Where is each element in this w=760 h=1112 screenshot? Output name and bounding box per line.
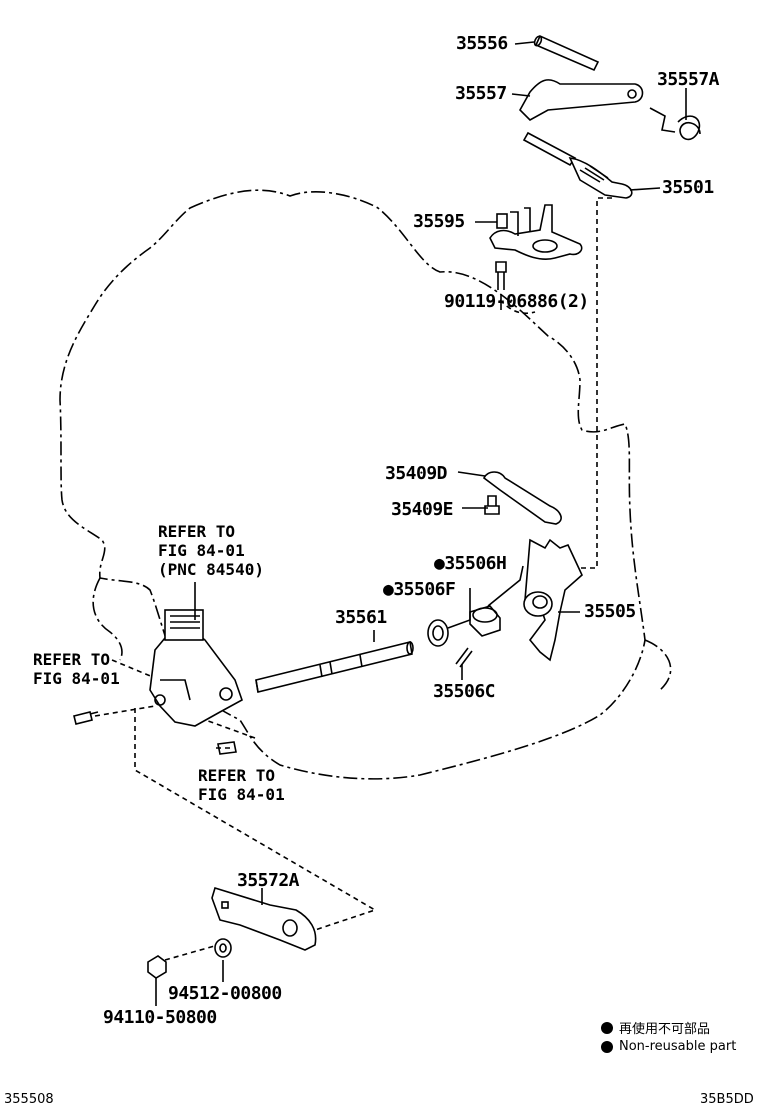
legend-non-reusable-en: Non-reusable part (601, 1039, 736, 1054)
label-35561: 35561 (335, 607, 387, 628)
label-35501: 35501 (662, 177, 714, 198)
bullet-icon (601, 1021, 613, 1034)
linkage-dashed-line (580, 197, 612, 569)
pin-35506C (455, 647, 473, 668)
bolt-35409E (484, 495, 500, 515)
label-35409E: 35409E (391, 499, 454, 520)
collar-35506H (469, 605, 501, 637)
neutral-start-switch (149, 609, 243, 727)
label-35557A: 35557A (657, 69, 720, 90)
refer-to-fig-left: REFER TO FIG 84-01 (33, 650, 120, 688)
refer-to-fig-bottom: REFER TO FIG 84-01 (198, 766, 285, 804)
refer-to-fig-top: REFER TO FIG 84-01 (PNC 84540) (158, 522, 264, 579)
label-35556: 35556 (456, 33, 508, 54)
nut-94110 (147, 955, 167, 979)
label-35506H: ●35506H (434, 553, 507, 574)
shaft-35561 (255, 641, 414, 693)
legend-non-reusable-jp: 再使用不可部品 (601, 1018, 710, 1037)
bolt-bottom (217, 741, 237, 755)
pin-35556 (533, 34, 600, 72)
bolt-left (73, 711, 99, 725)
bullet-icon (601, 1040, 613, 1053)
lever-35409D (482, 471, 562, 525)
label-35506F: ●35506F (383, 579, 456, 600)
label-35595: 35595 (413, 211, 465, 232)
label-94512-00800: 94512-00800 (168, 983, 282, 1004)
transmission-housing-outline (59, 189, 646, 780)
label-35572A: 35572A (237, 870, 300, 891)
label-35505: 35505 (584, 601, 636, 622)
plate-35595 (489, 204, 583, 260)
oil-seal-35506F (427, 619, 449, 647)
label-35557: 35557 (455, 83, 507, 104)
lever-35557 (519, 79, 644, 121)
label-35409D: 35409D (385, 463, 448, 484)
washer-94512 (214, 938, 232, 958)
bracket-35572A (211, 886, 317, 951)
rod-35501 (522, 131, 633, 199)
label-35506C: 35506C (433, 681, 496, 702)
spring-35557A (649, 107, 701, 141)
footer-left-code: 355508 (4, 1092, 54, 1107)
label-90119-06886: 90119-06886(2) (444, 291, 589, 312)
label-94110-50800: 94110-50800 (103, 1007, 217, 1028)
footer-right-code: 35B5DD (700, 1092, 754, 1107)
